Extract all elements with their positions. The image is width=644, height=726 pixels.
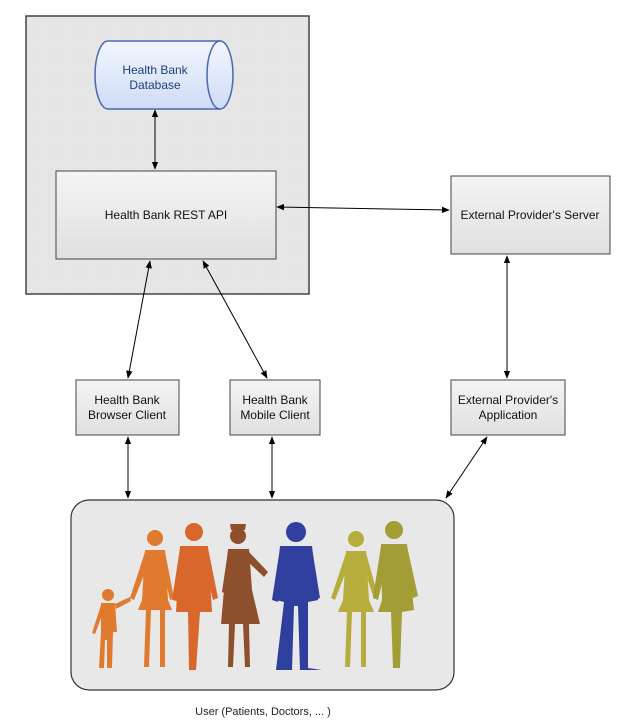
man-figure-icon	[172, 523, 218, 670]
external-server-node: External Provider's Server	[450, 175, 611, 255]
rest-api-label: Health Bank REST API	[105, 208, 228, 222]
edge-external-app-users	[445, 436, 488, 499]
edge-rest-api-mobile-client	[202, 260, 268, 379]
browser-client-node: Health Bank Browser Client	[75, 379, 180, 436]
rest-api-node: Health Bank REST API	[55, 170, 277, 260]
browser-client-label-line1: Health Bank	[94, 393, 160, 407]
edge-rest-api-external-server	[276, 203, 450, 214]
users-node: User (Patients, Doctors, ... )	[70, 499, 455, 718]
woman-figure-icon	[331, 531, 378, 667]
browser-client-label-line2: Browser Client	[88, 408, 167, 422]
man-figure-icon	[373, 521, 418, 668]
woman-figure-icon	[130, 530, 174, 667]
mobile-client-label-line1: Health Bank	[242, 393, 308, 407]
mobile-client-node: Health Bank Mobile Client	[229, 379, 321, 436]
mobile-client-label-line2: Mobile Client	[240, 408, 310, 422]
edge-rest-api-browser-client	[126, 260, 152, 379]
database-node: Health Bank Database	[94, 40, 234, 110]
child-figure-icon	[92, 589, 131, 668]
nurse-figure-icon	[221, 524, 268, 667]
doctor-figure-icon	[272, 522, 322, 670]
database-label-line1: Health Bank	[122, 63, 188, 77]
external-app-label-line1: External Provider's	[458, 393, 558, 407]
database-label-line2: Database	[129, 78, 181, 92]
external-app-label-line2: Application	[479, 408, 538, 422]
users-caption: User (Patients, Doctors, ... )	[195, 706, 331, 718]
external-server-label: External Provider's Server	[460, 208, 599, 222]
external-app-node: External Provider's Application	[450, 379, 566, 436]
connectors	[124, 109, 511, 499]
